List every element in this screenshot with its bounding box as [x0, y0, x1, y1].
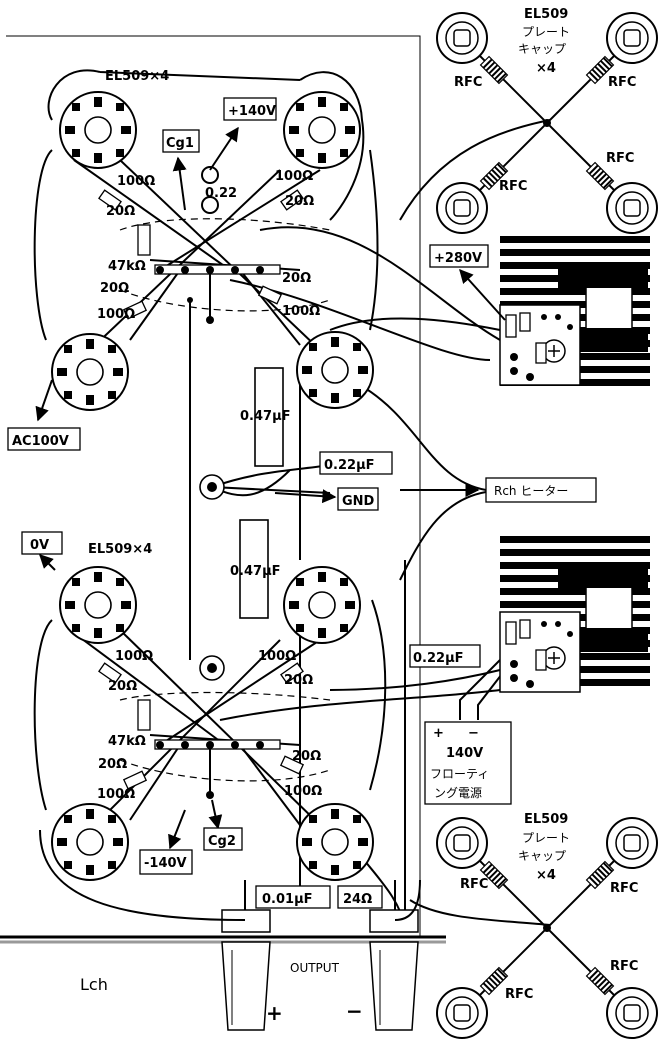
rfc-label-bottom-ne: RFC — [610, 881, 638, 896]
output-label: OUTPUT — [290, 961, 340, 975]
label-r100-top-lower-right: 100Ω — [282, 304, 320, 319]
wire-floating-supply — [459, 659, 506, 720]
plate-cap-top-tube: EL509 — [524, 7, 568, 22]
rfc-label-bottom-nw: RFC — [460, 877, 488, 892]
tube-sockets-top — [51, 91, 374, 411]
rfc-label-top-sw: RFC — [499, 179, 527, 194]
arrows — [35, 126, 506, 850]
plate-cap-top-count: ×4 — [536, 61, 556, 76]
label-boxes — [7, 97, 597, 909]
label-r20-bottom-lower-right: 20Ω — [292, 749, 321, 764]
plate-cap-bottom-tube: EL509 — [524, 812, 568, 827]
wire-plate-top-1 — [399, 119, 551, 221]
wire-plate-bottom-3 — [409, 899, 551, 926]
label-r100-top-right: 100Ω — [275, 169, 313, 184]
heatsink-top — [499, 235, 651, 387]
plate-cap-assembly-bottom — [436, 817, 658, 1039]
label-r100-bottom-lower-right: 100Ω — [284, 784, 322, 799]
label-c047-top: 0.47μF — [240, 409, 291, 424]
label-r20-bottom-lower-left: 20Ω — [98, 757, 127, 772]
output-terminal-minus — [369, 909, 419, 1031]
plate-cap-assembly-top — [436, 12, 658, 234]
label-r100-top-lower-left: 100Ω — [97, 307, 135, 322]
label-r100-bottom-left: 100Ω — [115, 649, 153, 664]
label-ac100: AC100V — [12, 434, 69, 449]
chassis-outline — [6, 35, 421, 937]
plate-cap-top-line1: プレート — [522, 25, 570, 39]
output-wires — [39, 829, 421, 921]
cap-047-top-body — [254, 367, 284, 467]
wire-plate-top-4 — [329, 317, 501, 331]
label-r20-top-right: 20Ω — [285, 194, 314, 209]
plate-cap-top-line2: キャップ — [518, 42, 566, 56]
channel-label: Lch — [80, 975, 108, 994]
heatsink-bottom — [499, 535, 651, 693]
resistors-top — [98, 189, 304, 320]
heater-loop-top — [33, 69, 379, 341]
plate-cap-bottom-count: ×4 — [536, 868, 556, 883]
tube-label-top: EL509×4 — [105, 69, 169, 84]
label-plus280: +280V — [434, 251, 482, 266]
label-c022-small: 0.22 — [205, 186, 237, 201]
rfc-label-top-nw: RFC — [454, 75, 482, 90]
label-gnd: GND — [342, 494, 375, 509]
plate-cap-bottom-line1: プレート — [522, 831, 570, 845]
label-plus140: +140V — [228, 104, 276, 119]
output-minus-label: − — [346, 999, 363, 1023]
label-r20-bottom-right: 20Ω — [284, 673, 313, 688]
label-c022-bottom: 0.22μF — [413, 651, 464, 666]
rfc-label-bottom-se: RFC — [610, 959, 638, 974]
floating-supply-line2: ング電源 — [434, 786, 482, 800]
label-r100-bottom-right: 100Ω — [258, 649, 296, 664]
ground-post — [199, 474, 225, 500]
rfc-label-bottom-sw: RFC — [505, 987, 533, 1002]
wire-plate-top-2 — [259, 226, 501, 341]
plate-cap-bottom-line2: キャップ — [518, 849, 566, 863]
tag-strip-bottom — [154, 739, 281, 750]
label-cg1: Cg1 — [166, 136, 194, 151]
label-r20-top-left: 20Ω — [106, 204, 135, 219]
label-c047-bottom: 0.47μF — [230, 564, 281, 579]
label-r47k-top: 47kΩ — [108, 259, 146, 274]
label-cg2: Cg2 — [208, 834, 236, 849]
tag-strip-top — [154, 264, 281, 275]
resistors-bottom — [98, 662, 305, 790]
floating-supply-line1: フローティ — [430, 767, 489, 781]
label-r24: 24Ω — [343, 892, 372, 907]
label-r100-bottom-lower-left: 100Ω — [97, 787, 135, 802]
wire-rch-heater — [359, 384, 487, 581]
label-r20-top-lower-right: 20Ω — [282, 271, 311, 286]
wire-plate-bottom-1 — [329, 669, 501, 691]
dashed-wire-top — [119, 218, 331, 312]
label-r47k-bottom: 47kΩ — [108, 734, 146, 749]
label-r20-top-lower-left: 20Ω — [100, 281, 129, 296]
floating-supply-voltage: 140V — [446, 746, 483, 761]
cap-047-bottom-body — [239, 519, 269, 619]
binding-post-mid — [199, 655, 225, 681]
output-plus-label: + — [266, 1001, 283, 1025]
plus140-terminal — [201, 166, 219, 214]
label-r20-bottom-left: 20Ω — [108, 679, 137, 694]
label-c001: 0.01μF — [262, 892, 313, 907]
output-terminal-plus — [221, 909, 271, 1031]
junction-dots — [156, 266, 264, 799]
label-c022-top: 0.22μF — [324, 458, 375, 473]
label-rch-heater: Rch ヒーター — [494, 484, 568, 498]
label-zero-v: 0V — [30, 538, 49, 553]
rfc-label-top-se: RFC — [606, 151, 634, 166]
label-r100-top-left: 100Ω — [117, 174, 155, 189]
floating-supply-plus: + — [433, 726, 444, 741]
wire-gnd-fanout — [211, 464, 331, 497]
label-minus140: -140V — [144, 856, 187, 871]
rfc-label-top-ne: RFC — [608, 75, 636, 90]
floating-supply-minus: − — [468, 726, 479, 741]
wire-plate-bottom-2 — [219, 689, 501, 721]
tube-label-bottom: EL509×4 — [88, 542, 152, 557]
center-rail — [189, 300, 406, 930]
